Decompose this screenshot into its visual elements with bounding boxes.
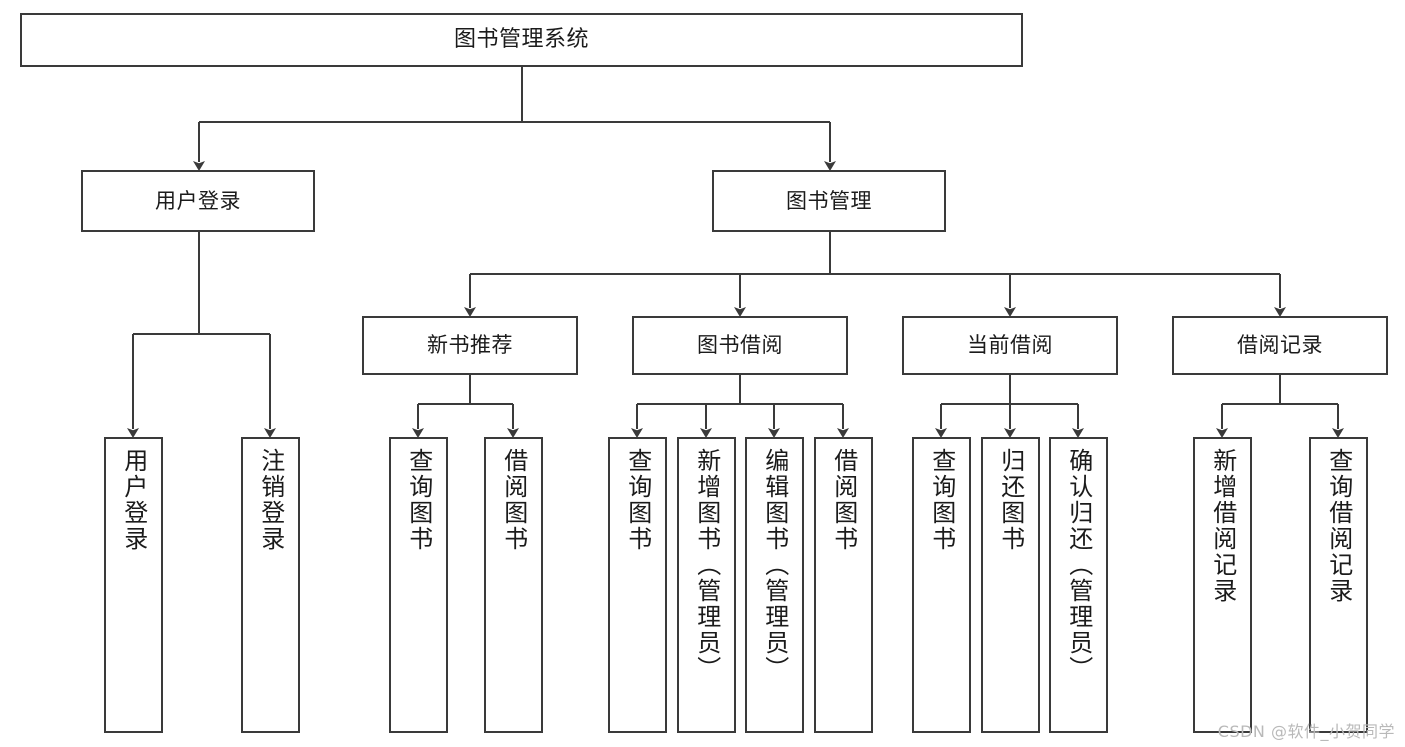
leaf-current-borrow-return[interactable]: 归还图书 — [981, 437, 1040, 733]
node-new-book-recommend[interactable]: 新书推荐 — [362, 316, 578, 375]
leaf-book-borrow-add[interactable]: 新增图书（管理员） — [677, 437, 736, 733]
leaf-current-borrow-query[interactable]: 查询图书 — [912, 437, 971, 733]
watermark: CSDN @软件_小贺同学 — [1217, 722, 1395, 741]
node-book-borrow[interactable]: 图书借阅 — [632, 316, 848, 375]
leaf-borrow-record-query[interactable]: 查询借阅记录 — [1309, 437, 1368, 733]
leaf-book-borrow-edit[interactable]: 编辑图书（管理员） — [745, 437, 804, 733]
node-label: 借阅图书 — [499, 448, 528, 552]
node-borrow-record[interactable]: 借阅记录 — [1172, 316, 1388, 375]
node-label: 归还图书 — [996, 448, 1025, 552]
node-label: 确认归还（管理员） — [1064, 448, 1093, 682]
leaf-new-book-borrow[interactable]: 借阅图书 — [484, 437, 543, 733]
node-label: 用户登录 — [119, 448, 148, 552]
node-label: 图书管理 — [786, 188, 872, 213]
node-label: 借阅记录 — [1237, 333, 1323, 358]
leaf-user-login-signout[interactable]: 注销登录 — [241, 437, 300, 733]
node-root-system[interactable]: 图书管理系统 — [20, 13, 1023, 67]
node-label: 查询借阅记录 — [1324, 448, 1353, 604]
leaf-book-borrow-lend[interactable]: 借阅图书 — [814, 437, 873, 733]
node-label: 借阅图书 — [829, 448, 858, 552]
node-label: 新增图书（管理员） — [692, 448, 721, 682]
leaf-current-borrow-confirm-return[interactable]: 确认归还（管理员） — [1049, 437, 1108, 733]
node-label: 图书管理系统 — [453, 27, 589, 53]
node-current-borrow[interactable]: 当前借阅 — [902, 316, 1118, 375]
node-label: 查询图书 — [404, 448, 433, 552]
node-label: 查询图书 — [623, 448, 652, 552]
node-label: 新增借阅记录 — [1208, 448, 1237, 604]
node-label: 查询图书 — [927, 448, 956, 552]
node-label: 用户登录 — [155, 188, 241, 213]
leaf-new-book-query[interactable]: 查询图书 — [389, 437, 448, 733]
node-label: 图书借阅 — [697, 333, 783, 358]
node-book-management[interactable]: 图书管理 — [712, 170, 946, 232]
node-label: 新书推荐 — [427, 333, 513, 358]
leaf-book-borrow-query[interactable]: 查询图书 — [608, 437, 667, 733]
leaf-borrow-record-add[interactable]: 新增借阅记录 — [1193, 437, 1252, 733]
node-label: 注销登录 — [256, 448, 285, 552]
node-label: 编辑图书（管理员） — [760, 448, 789, 682]
node-user-login[interactable]: 用户登录 — [81, 170, 315, 232]
leaf-user-login-signin[interactable]: 用户登录 — [104, 437, 163, 733]
node-label: 当前借阅 — [967, 333, 1053, 358]
